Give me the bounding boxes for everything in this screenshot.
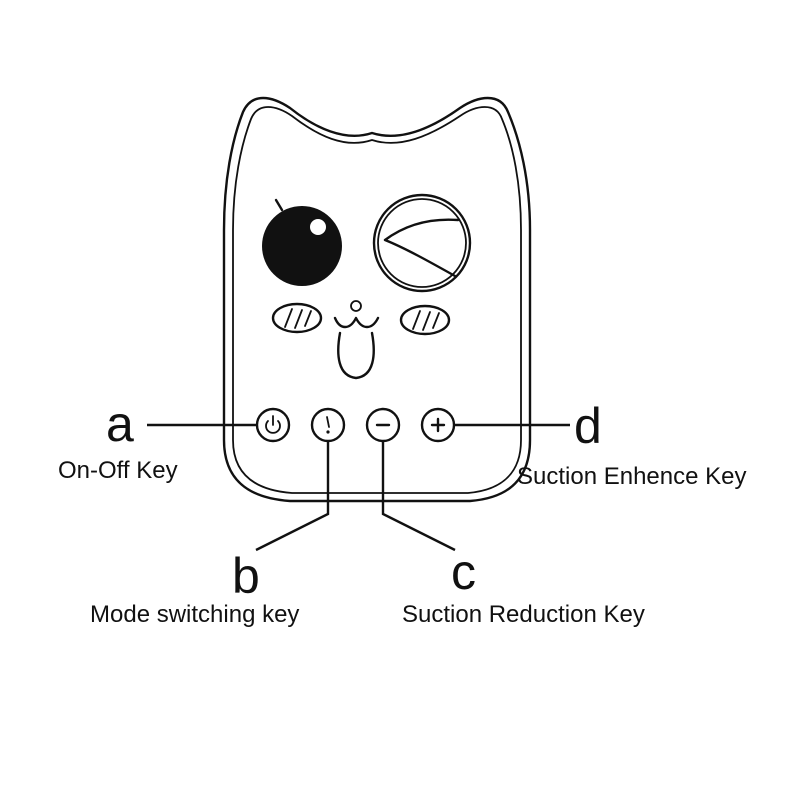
leader-line-b	[255, 441, 330, 552]
device-face	[262, 193, 472, 380]
nose-mouth-icon	[333, 300, 380, 380]
right-cheek-icon	[399, 304, 451, 336]
mode-button[interactable]	[310, 407, 346, 443]
device-body	[222, 96, 532, 503]
left-eye-icon	[262, 198, 342, 286]
power-button[interactable]	[255, 407, 291, 443]
callout-letter-b: b	[232, 548, 260, 604]
caption-on-off-key: On-Off Key	[58, 457, 178, 484]
callout-letter-a: a	[106, 396, 134, 452]
callout-letter-d: d	[574, 398, 602, 454]
winking-eye-icon	[372, 193, 472, 293]
callout-letter-c: c	[451, 544, 476, 600]
plus-icon	[430, 417, 446, 433]
suction-plus-button[interactable]	[420, 407, 456, 443]
caption-mode-switching-key: Mode switching key	[90, 601, 299, 628]
suction-minus-button[interactable]	[365, 407, 401, 443]
caption-suction-reduction-key: Suction Reduction Key	[402, 601, 645, 628]
caption-suction-enhance-key: Suction Enhence Key	[517, 463, 747, 490]
power-icon	[265, 415, 281, 434]
mode-icon	[326, 416, 330, 434]
leader-line-c	[381, 441, 456, 552]
left-cheek-icon	[271, 302, 323, 334]
